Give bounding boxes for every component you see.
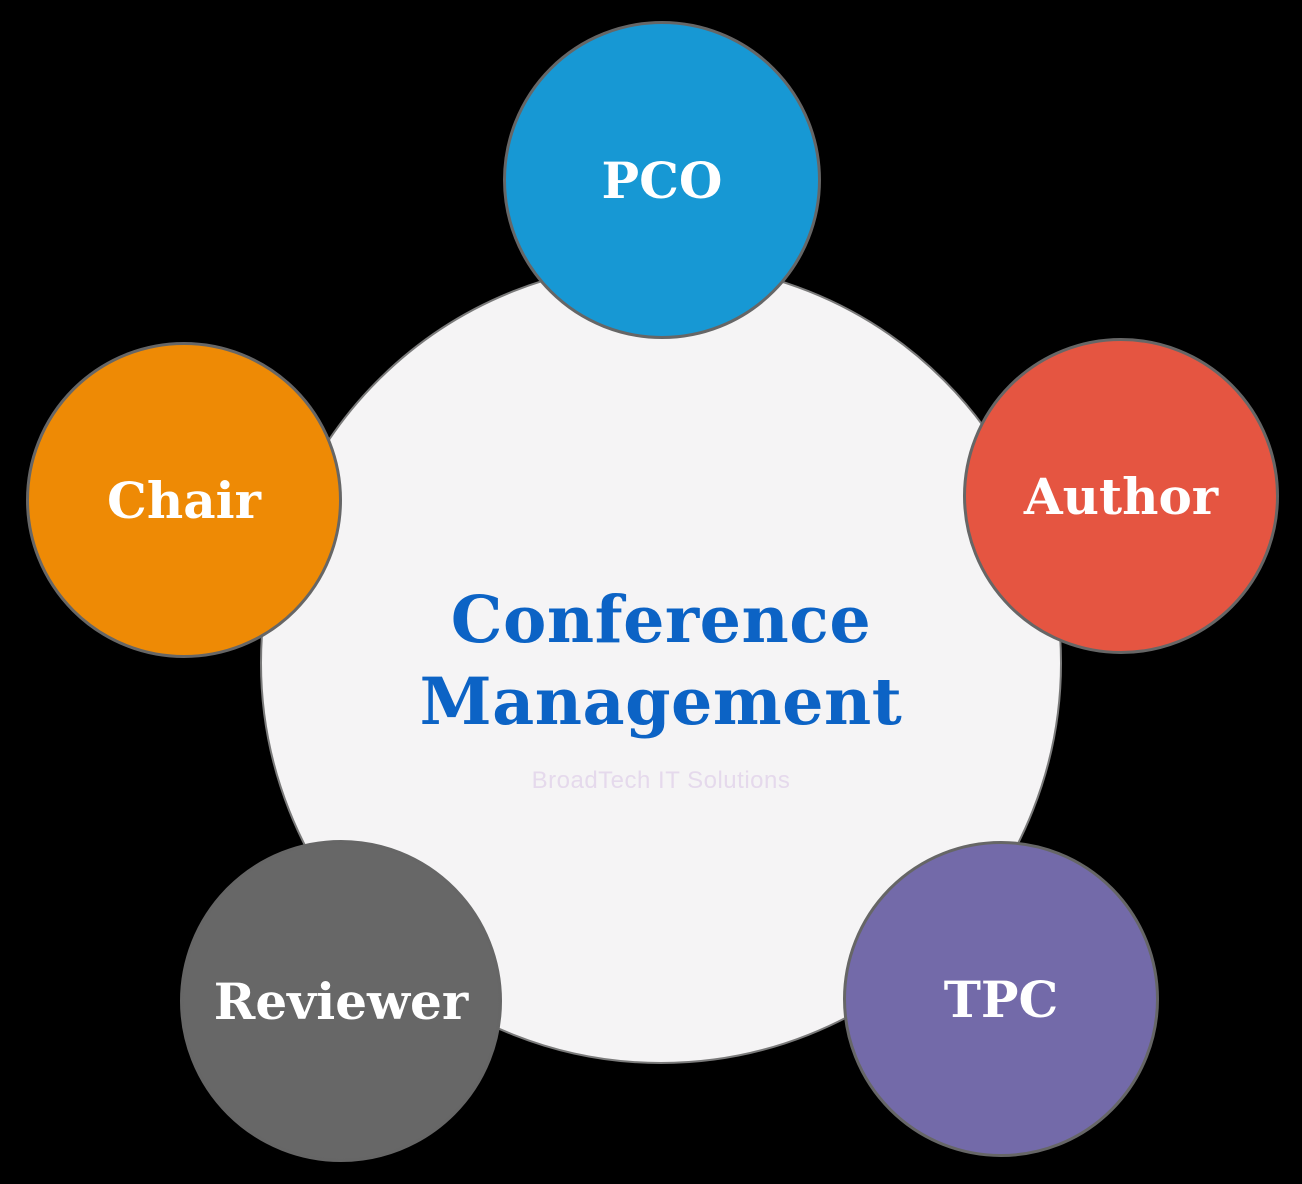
node-reviewer-label: Reviewer bbox=[213, 971, 469, 1031]
diagram-title-line1: Conference bbox=[450, 582, 872, 658]
diagram-title: Conference Management bbox=[262, 579, 1060, 743]
node-chair: Chair bbox=[26, 342, 342, 658]
diagram-title-line2: Management bbox=[419, 664, 903, 740]
node-pco-label: PCO bbox=[601, 150, 723, 210]
node-reviewer: Reviewer bbox=[180, 840, 502, 1162]
node-tpc: TPC bbox=[843, 841, 1159, 1157]
node-chair-label: Chair bbox=[107, 470, 261, 530]
watermark-text: BroadTech IT Solutions bbox=[531, 767, 791, 794]
node-tpc-label: TPC bbox=[943, 969, 1059, 1029]
node-pco: PCO bbox=[503, 21, 821, 339]
node-author-label: Author bbox=[1023, 466, 1219, 526]
node-author: Author bbox=[963, 338, 1279, 654]
